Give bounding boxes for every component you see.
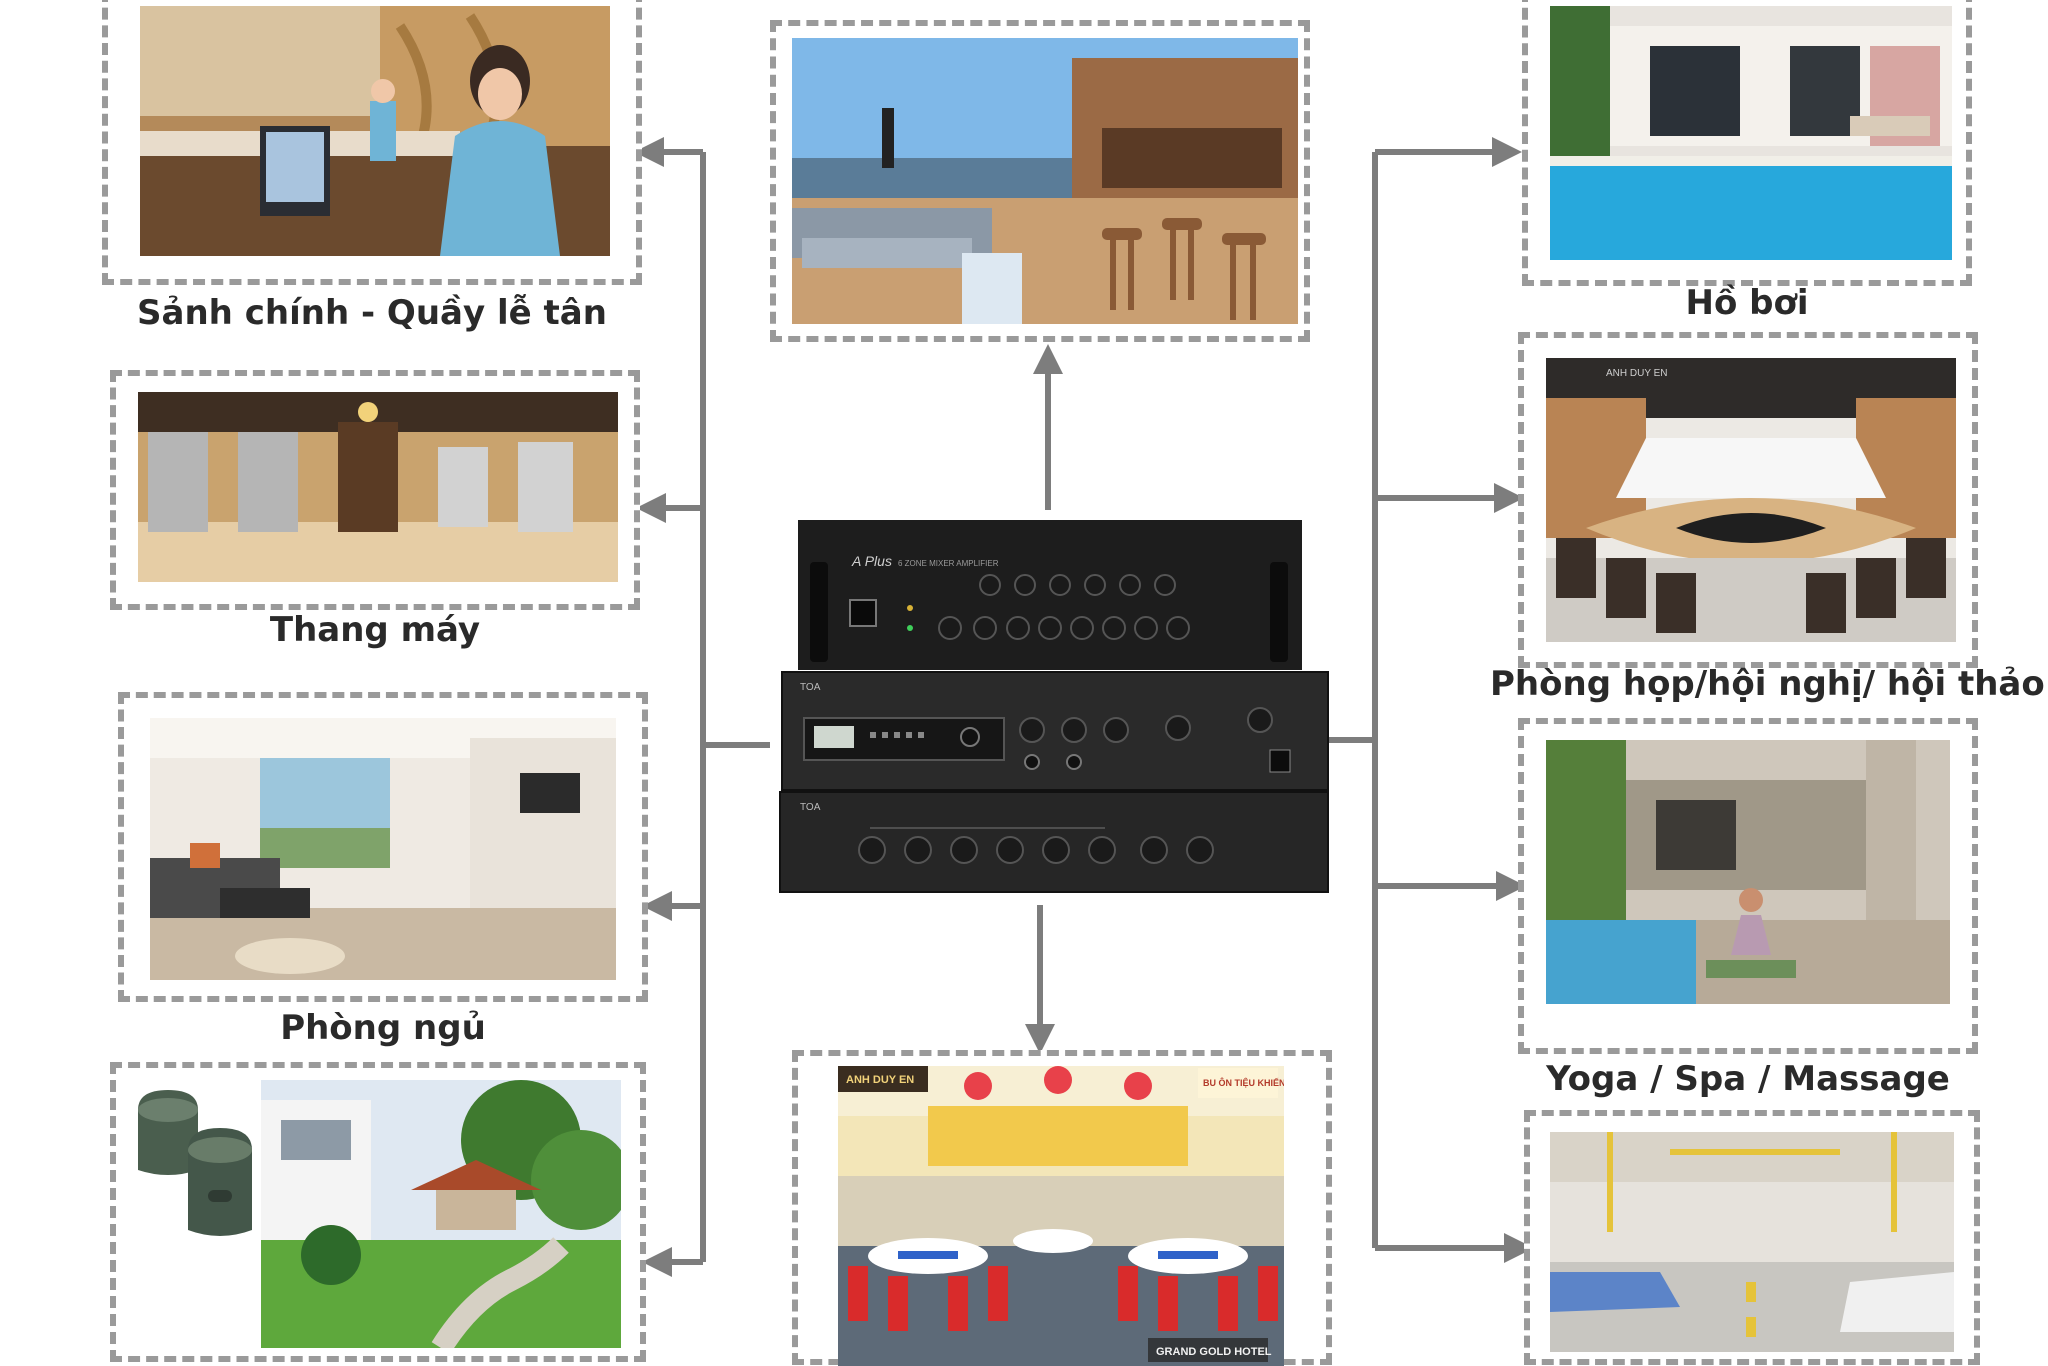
- conference-watermark: ANH DUY EN: [1606, 368, 1668, 379]
- garden-photo: [261, 1080, 621, 1348]
- mixer-brand-label: TOA: [800, 802, 821, 813]
- amp-model-label: 6 ZONE MIXER AMPLIFIER: [898, 559, 999, 568]
- elevator-photo: [138, 392, 618, 582]
- zone-frame-bedroom: [118, 692, 648, 1002]
- lobby-photo: [140, 6, 610, 256]
- audio-rack: A Plus 6 ZONE MIXER AMPLIFIER TOA TOA: [779, 520, 1329, 893]
- outdoor-speaker-icon: [138, 1090, 252, 1236]
- rooftop-photo: [792, 38, 1298, 324]
- zone-caption-pool: Hồ bơi: [1685, 283, 1809, 323]
- zone-frame-yoga: [1518, 718, 1978, 1054]
- zone-frame-lobby: [102, 0, 642, 285]
- zone-frame-parking: [1524, 1110, 1980, 1365]
- zone-frame-elevator: [110, 370, 640, 610]
- mixer-amplifier: [798, 520, 1302, 670]
- zone-caption-elevator: Thang máy: [269, 610, 481, 650]
- ballroom-sign-left: ANH DUY EN: [846, 1074, 914, 1086]
- conference-photo: ANH DUY EN: [1546, 358, 1956, 642]
- yoga-photo: [1546, 740, 1950, 1004]
- zone-caption-conference: Phòng họp/hội nghị/ hội thảo: [1490, 664, 2045, 704]
- tuner-unit: [781, 671, 1329, 791]
- zone-frame-rooftop: [770, 20, 1310, 342]
- ballroom-sign-right: BU ÔN TIỆU KHIẾN: [1203, 1077, 1284, 1088]
- parking-photo: [1550, 1132, 1954, 1352]
- zone-frame-garden: [110, 1062, 646, 1362]
- zone-caption-lobby: Sảnh chính - Quầy lễ tân: [137, 293, 607, 333]
- zone-caption-yoga: Yoga / Spa / Massage: [1546, 1059, 1950, 1099]
- bedroom-photo: [150, 718, 616, 980]
- zone-frame-pool: [1522, 0, 1972, 286]
- ballroom-photo: ANH DUY EN BU ÔN TIỆU KHIẾN GRAND GOLD H…: [838, 1066, 1284, 1366]
- pool-photo: [1550, 6, 1952, 260]
- zone-frame-ballroom: ANH DUY EN BU ÔN TIỆU KHIẾN GRAND GOLD H…: [792, 1050, 1332, 1366]
- zone-frame-conference: ANH DUY EN: [1518, 332, 1978, 668]
- preamp-mixer-unit: [779, 791, 1329, 893]
- zone-caption-bedroom: Phòng ngủ: [280, 1008, 486, 1048]
- tuner-brand-label: TOA: [800, 682, 821, 693]
- ballroom-footer-label: GRAND GOLD HOTEL: [1156, 1346, 1272, 1358]
- amp-brand-label: A Plus: [851, 553, 892, 569]
